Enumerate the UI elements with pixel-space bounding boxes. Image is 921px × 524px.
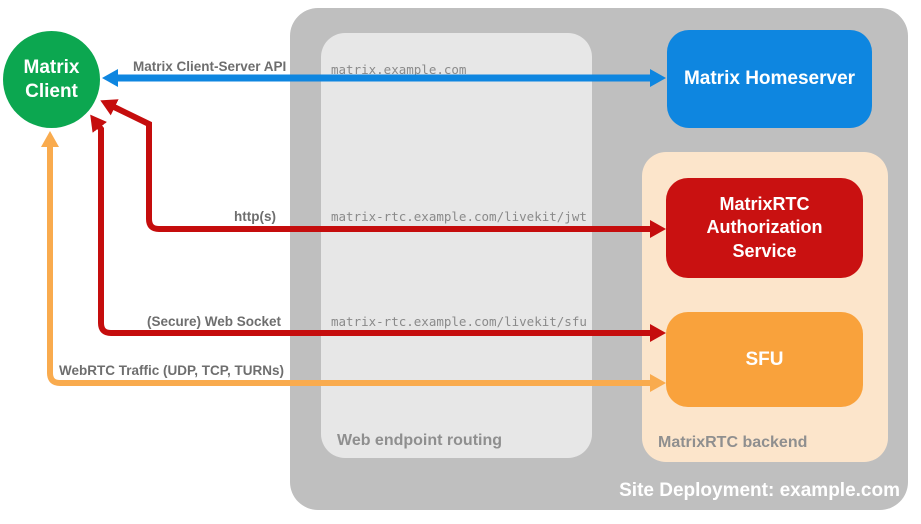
web-endpoint-routing-label: Web endpoint routing <box>337 432 503 449</box>
websocket-arrow-label: (Secure) Web Socket <box>147 314 282 329</box>
sfu-node: SFU <box>666 312 863 407</box>
matrixrtc-authorization-service-label: MatrixRTC Authorization Service <box>706 193 823 261</box>
site-deployment-label: Site Deployment: example.com <box>619 480 900 501</box>
matrixrtc-authorization-service-node: MatrixRTC Authorization Service <box>666 178 863 278</box>
https-arrow-label: http(s) <box>234 209 276 224</box>
matrixrtc-backend-label: MatrixRTC backend <box>658 434 808 451</box>
endpoint-matrix-domain: matrix.example.com <box>331 62 467 77</box>
client-server-api-arrow-label: Matrix Client-Server API <box>133 59 287 74</box>
web-endpoint-routing-box: Web endpoint routing <box>321 33 592 458</box>
webrtc-traffic-arrow-label: WebRTC Traffic (UDP, TCP, TURNs) <box>59 363 285 378</box>
endpoint-livekit-jwt: matrix-rtc.example.com/livekit/jwt <box>331 209 587 224</box>
matrix-client-label: Matrix Client <box>23 56 80 102</box>
matrix-homeserver-label: Matrix Homeserver <box>683 68 856 89</box>
matrix-client-node: Matrix Client <box>3 31 100 128</box>
endpoint-livekit-sfu: matrix-rtc.example.com/livekit/sfu <box>331 314 587 329</box>
sfu-label: SFU <box>745 348 784 370</box>
matrix-homeserver-node: Matrix Homeserver <box>667 30 872 128</box>
